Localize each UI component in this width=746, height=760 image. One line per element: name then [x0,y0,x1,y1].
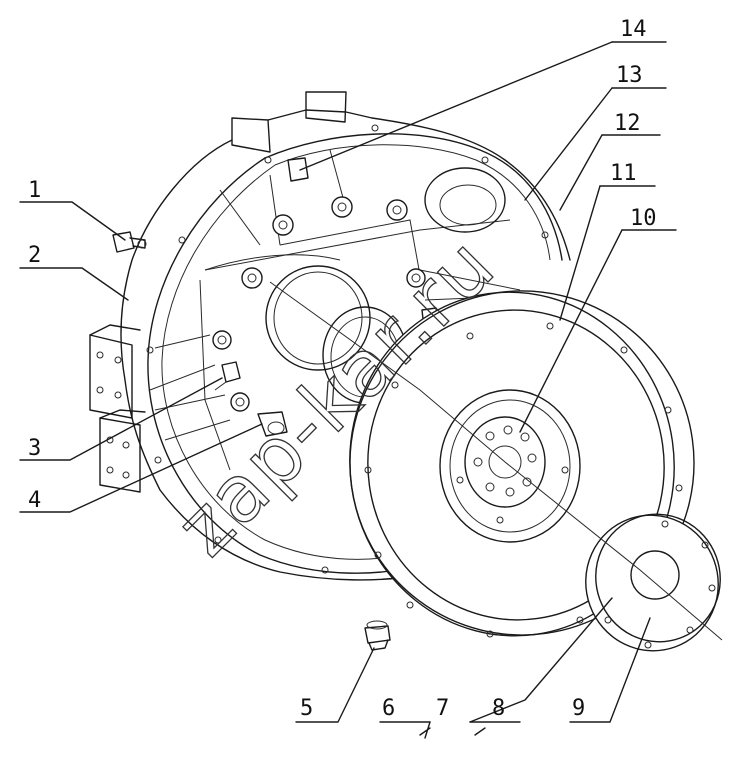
callout-8: 8 [492,696,505,721]
leader-lines [19,41,677,739]
bolt-part-4 [257,411,288,437]
callout-6: 6 [382,696,395,721]
callout-1: 1 [28,178,41,203]
bolt-part-5 [364,620,391,651]
callout-5: 5 [300,696,313,721]
center-axis [269,281,723,641]
callout-4: 4 [28,488,41,513]
bolt-part-3 [214,361,241,391]
bolt-part-1 [112,231,147,253]
flex-plate [585,513,721,652]
callout-7: 7 [436,696,449,721]
flywheel-housing [89,91,571,581]
callout-3: 3 [28,436,41,461]
callout-labels: 1 2 3 4 5 6 7 8 9 10 11 12 13 14 [28,17,657,721]
callout-2: 2 [28,243,41,268]
callout-13: 13 [616,63,643,88]
callout-9: 9 [572,696,585,721]
callout-12: 12 [614,111,641,136]
callout-14: 14 [620,17,647,42]
callout-11: 11 [610,161,637,186]
callout-10: 10 [630,206,657,231]
